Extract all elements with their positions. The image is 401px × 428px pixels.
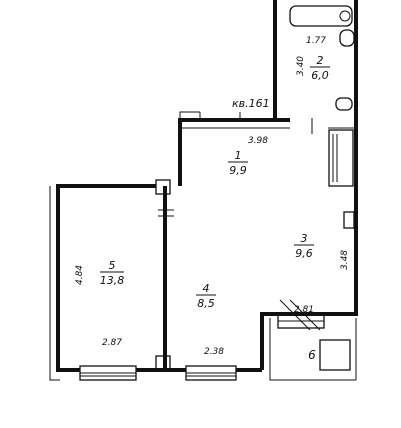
room-3-number: 3 bbox=[301, 232, 308, 245]
apartment-label: кв.161 bbox=[232, 97, 270, 110]
window-room5 bbox=[79, 365, 137, 381]
room-1-area: 9,9 bbox=[229, 164, 247, 177]
doors bbox=[158, 118, 321, 331]
kitchen-stove bbox=[343, 211, 355, 229]
dim-bath-depth: 3.40 bbox=[296, 56, 306, 76]
dim-room5-width: 2.87 bbox=[102, 338, 122, 348]
dim-room4-width: 2.38 bbox=[204, 347, 224, 357]
room-4-area: 8,5 bbox=[197, 297, 215, 310]
room-2-number: 2 bbox=[317, 54, 324, 67]
room-6-number: 6 bbox=[308, 348, 316, 362]
room-5-number: 5 bbox=[109, 259, 116, 272]
bathtub bbox=[289, 5, 353, 27]
room-1-number: 1 bbox=[235, 149, 242, 162]
columns bbox=[155, 179, 171, 371]
kitchen-counter bbox=[328, 129, 354, 187]
room-3-area: 9,6 bbox=[295, 247, 313, 260]
washbasin bbox=[339, 29, 355, 47]
balcony-area bbox=[319, 339, 351, 371]
dim-hall-width: 3.98 bbox=[248, 136, 268, 146]
dim-kitchen-depth: 3.48 bbox=[340, 250, 350, 270]
dim-room5-depth: 4.84 bbox=[75, 265, 85, 285]
room-5-area: 13,8 bbox=[100, 274, 125, 287]
dim-bath-width: 1.77 bbox=[306, 36, 326, 46]
dim-balcony-width: 2.81 bbox=[294, 305, 314, 315]
toilet bbox=[335, 97, 353, 111]
room-4-number: 4 bbox=[203, 282, 210, 295]
room-2-area: 6,0 bbox=[311, 69, 329, 82]
window-room4 bbox=[185, 365, 237, 381]
outer-contour bbox=[49, 111, 357, 381]
